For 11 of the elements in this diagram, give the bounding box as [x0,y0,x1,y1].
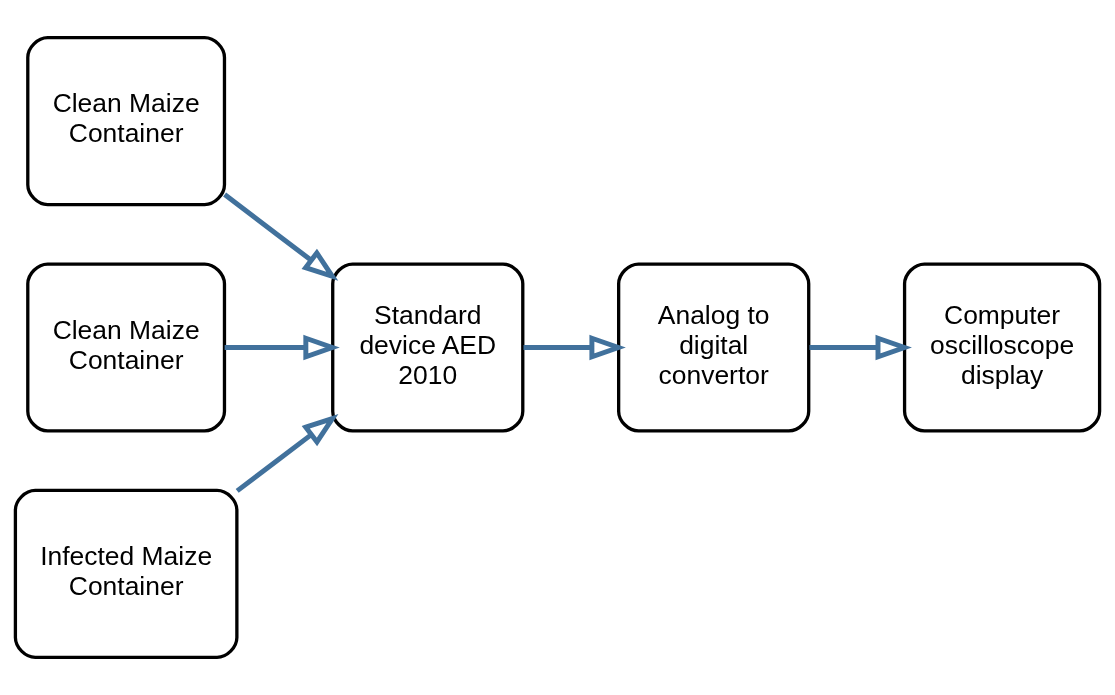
node-box: Analog to digital convertor [617,262,811,433]
arrow [523,334,626,361]
arrow [223,192,339,281]
node-box: Computer oscilloscope display [902,262,1102,433]
node-box: Clean Maize Container [26,262,227,433]
node-box: Infected Maize Container [13,488,239,660]
arrow [224,334,340,361]
node-box: Clean Maize Container [26,35,227,207]
arrow [809,334,912,361]
node-box: Standard device AED 2010 [331,262,525,433]
arrow [235,414,339,493]
